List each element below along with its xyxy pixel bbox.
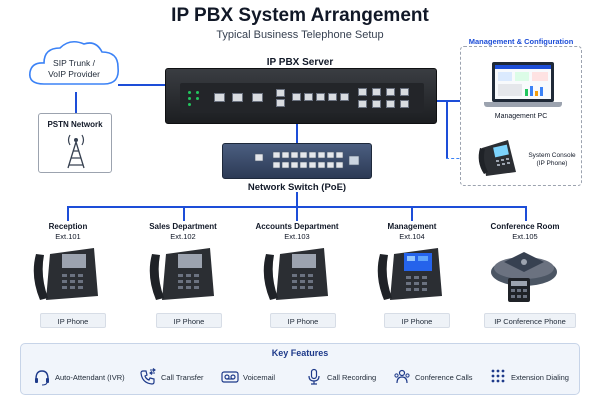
mgmt-vertical-line [446,100,448,158]
extension-104-header: Management Ext.104 [364,222,460,241]
extension-number: Ext.102 [170,232,196,241]
feature-label: Conference Calls [415,372,473,382]
drop-line-101 [67,206,69,221]
radio-tower-icon [67,134,85,169]
cloud-to-pstn-line [75,92,77,114]
cloud-to-pbx-line [118,84,166,86]
management-pc-label: Management PC [494,113,548,120]
console-label-line1: System Console [528,152,576,159]
microphone-icon [308,368,320,385]
extension-name: Management [387,222,437,231]
diagram-subtitle: Typical Business Telephone Setup [216,29,384,41]
management-title: Management & Configuration [460,37,582,46]
phone-type-tag: IP Phone [40,313,106,328]
pstn-label: PSTN Network [47,120,103,129]
sip-trunk-cloud: SIP Trunk / VoIP Provider [24,34,124,92]
laptop-icon [492,62,554,102]
feature-label: Auto-Attendant (IVR) [55,372,125,382]
drop-line-105 [525,206,527,221]
drop-line-104 [411,206,413,221]
extension-name: Sales Department [149,222,217,231]
desk-phone-icon [33,248,98,300]
console-phone-icon [478,140,516,176]
extension-number: Ext.103 [284,232,310,241]
feature-extension-dialing: Extension Dialing [489,364,569,390]
extension-name: Accounts Department [255,222,339,231]
feature-conference-calls: Conference Calls [393,364,473,390]
color-screen-phone-icon [377,248,442,300]
pbx-server-label: IP PBX Server [266,57,334,68]
drop-line-103 [296,206,298,221]
feature-label: Voicemail [243,372,276,382]
extension-105-header: Conference Room Ext.105 [477,222,573,241]
call-transfer-icon [140,368,156,385]
desk-phone-icon [149,248,214,300]
feature-call-recording: Call Recording [305,364,376,390]
extension-number: Ext.101 [55,232,81,241]
key-features-title: Key Features [271,348,329,358]
laptop-base [484,102,562,107]
extension-103-header: Accounts Department Ext.103 [249,222,345,241]
feature-call-transfer: Call Transfer [139,364,204,390]
group-icon [394,369,410,384]
extension-name: Reception [48,222,88,231]
extension-102-header: Sales Department Ext.102 [135,222,231,241]
cloud-label-line2: VoIP Provider [48,69,100,79]
pbx-to-mgmt-line [436,100,460,102]
key-features-panel: Key Features Auto-Attendant (IVR) Call T… [20,343,580,395]
drop-line-102 [183,206,185,221]
voicemail-icon [221,371,239,383]
headset-icon [35,370,49,386]
feature-label: Extension Dialing [511,372,569,382]
feature-label: Call Recording [327,372,377,382]
extension-101-header: Reception Ext.101 [20,222,116,241]
feature-auto-attendant: Auto-Attendant (IVR) [33,364,125,390]
cloud-label-line1: SIP Trunk / [53,58,95,68]
desk-phone-icon [263,248,328,300]
feature-label: Call Transfer [161,372,204,382]
switch-drop-line [296,192,298,206]
phone-type-tag: IP Conference Phone [484,313,576,328]
network-switch-label: Network Switch (PoE) [247,182,347,193]
phone-type-tag: IP Phone [156,313,222,328]
phone-type-tag: IP Phone [270,313,336,328]
cloud-icon [28,40,120,85]
feature-voicemail: Voicemail [221,364,275,390]
pbx-to-switch-line [296,124,298,144]
diagram-title: IP PBX System Arrangement [171,5,429,26]
pstn-network-box: PSTN Network [38,113,112,173]
keypad-icon [491,369,505,383]
extension-number: Ext.105 [512,232,538,241]
extension-name: Conference Room [490,222,560,231]
extension-number: Ext.104 [399,232,425,241]
phone-type-tag: IP Phone [384,313,450,328]
system-console-label: System Console (IP Phone) [524,152,580,168]
network-switch-device [222,143,372,179]
pbx-server-device [165,68,437,124]
console-label-line2: (IP Phone) [536,160,568,167]
conference-phone-icon [491,252,557,302]
